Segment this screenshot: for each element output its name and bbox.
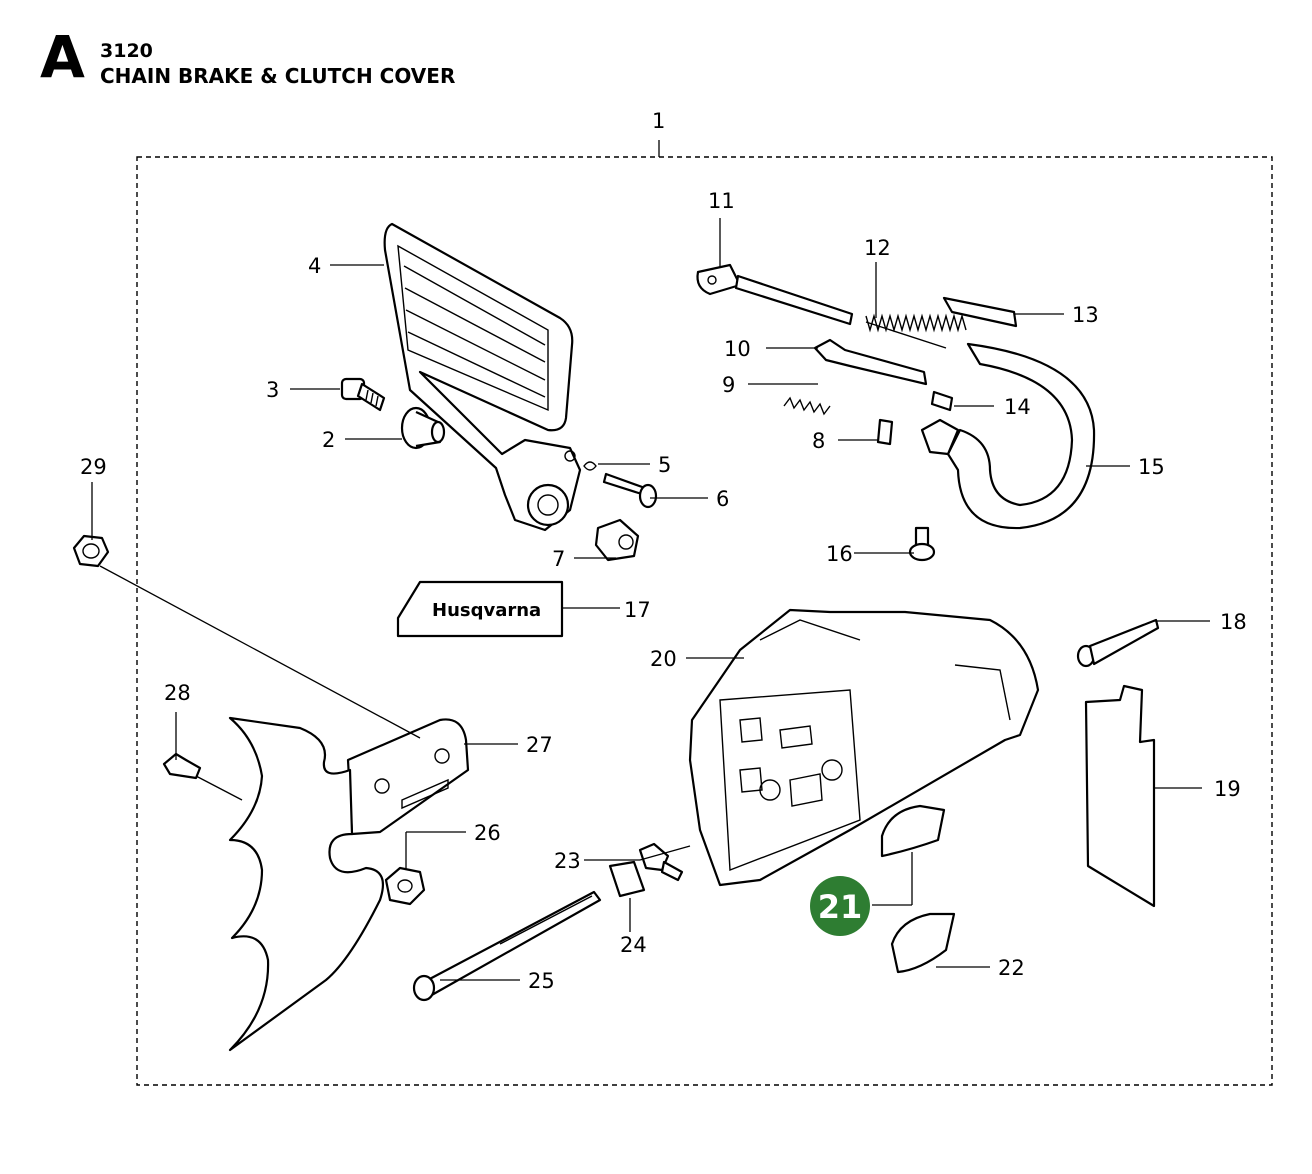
bumper-spike-drawing xyxy=(228,716,384,1052)
cap-21-drawing xyxy=(880,804,946,858)
part-label: 6 xyxy=(716,487,729,511)
cover-plate-drawing xyxy=(1084,684,1156,908)
part-label: 5 xyxy=(658,453,671,477)
section-code: 3120 xyxy=(100,40,153,62)
part-label: 29 xyxy=(80,455,107,479)
plate-13-drawing xyxy=(942,296,1018,328)
spring-drawing xyxy=(865,313,967,349)
part-label: 17 xyxy=(624,598,651,622)
part-label: 11 xyxy=(708,189,735,213)
part-labels: 1 2 3 4 5 6 7 8 9 10 11 12 13 14 15 16 1… xyxy=(80,109,1247,993)
part-label: 14 xyxy=(1004,395,1031,419)
bolt-drawing xyxy=(594,518,640,562)
part-label: 2 xyxy=(322,428,335,452)
part-label: 7 xyxy=(552,547,565,571)
screw-drawing xyxy=(340,377,386,412)
small-screw-drawing xyxy=(908,526,936,562)
decal-drawing: Husqvarna xyxy=(396,580,564,638)
section-title: CHAIN BRAKE & CLUTCH COVER xyxy=(100,64,456,88)
assembly-boundary xyxy=(136,156,1273,1086)
screw-28-drawing xyxy=(162,752,202,780)
bushing-drawing xyxy=(400,406,446,450)
leader-lines xyxy=(91,218,1210,981)
part-label: 9 xyxy=(722,373,735,397)
part-label: 19 xyxy=(1214,777,1241,801)
part-label: 3 xyxy=(266,378,279,402)
clutch-cover-drawing xyxy=(688,608,1040,887)
highlight-badge-number: 21 xyxy=(818,888,863,926)
part-label: 15 xyxy=(1138,455,1165,479)
part-label: 1 xyxy=(652,109,665,133)
part-label: 10 xyxy=(724,337,751,361)
part-label: 26 xyxy=(474,821,501,845)
nut-29-drawing xyxy=(72,534,110,568)
brake-band-drawing xyxy=(920,342,1096,530)
part-label: 18 xyxy=(1220,610,1247,634)
part-label: 12 xyxy=(864,236,891,260)
part-label: 23 xyxy=(554,849,581,873)
part-label: 24 xyxy=(620,933,647,957)
part-label: 4 xyxy=(308,254,321,278)
adjuster-drawing xyxy=(412,842,684,1002)
decal-brand-text: Husqvarna xyxy=(432,600,541,621)
part-label: 8 xyxy=(812,429,825,453)
part-label: 25 xyxy=(528,969,555,993)
section-letter: A xyxy=(40,23,85,91)
nut-26-drawing xyxy=(384,866,426,906)
part-label: 27 xyxy=(526,733,553,757)
rod-drawing xyxy=(696,263,854,326)
part-label: 20 xyxy=(650,647,677,671)
highlight-badge[interactable] xyxy=(810,876,870,936)
lever-drawing xyxy=(783,338,954,446)
bolt-18-drawing xyxy=(1076,618,1160,668)
cap-22-drawing xyxy=(890,912,956,974)
part-label: 16 xyxy=(826,542,853,566)
hand-guard-drawing xyxy=(383,222,582,532)
part-label: 13 xyxy=(1072,303,1099,327)
part-label: 22 xyxy=(998,956,1025,980)
clip-pin-drawing xyxy=(583,461,658,509)
part-label: 28 xyxy=(164,681,191,705)
bracket-drawing xyxy=(346,718,470,836)
